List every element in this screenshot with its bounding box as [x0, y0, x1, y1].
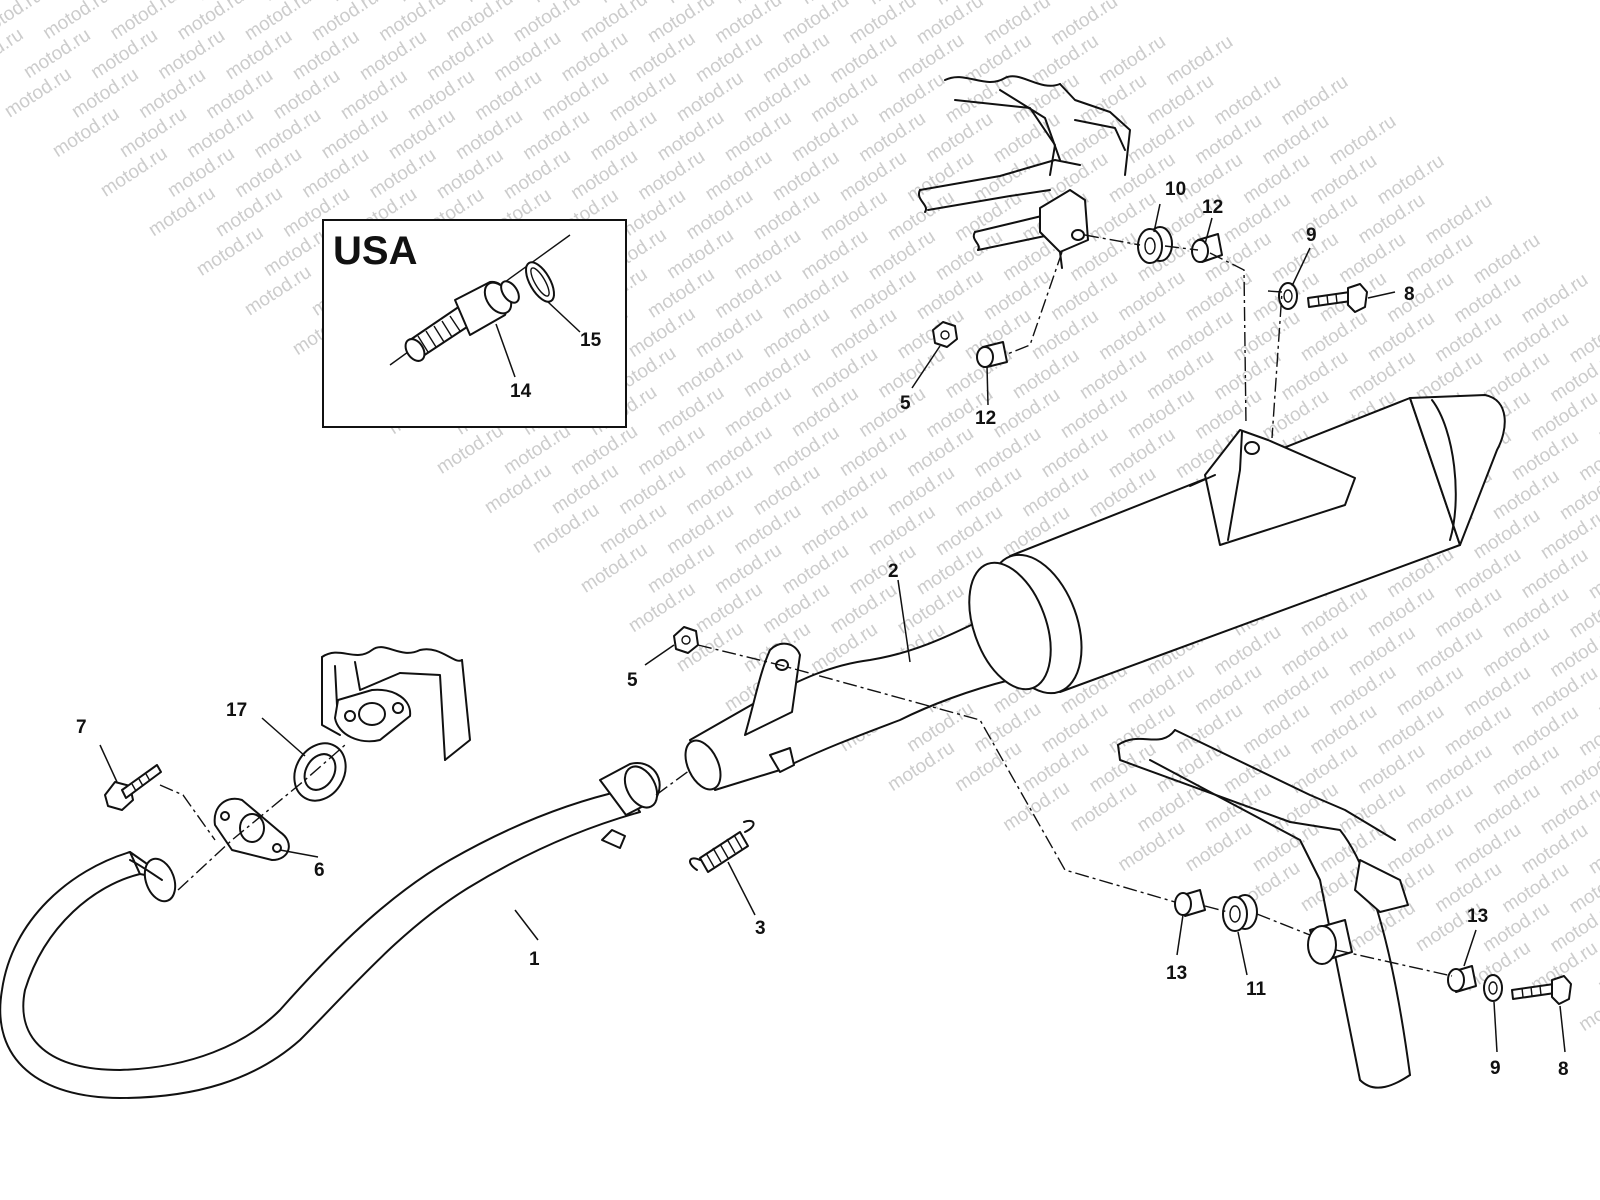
callout-11: 11: [1246, 979, 1267, 1000]
watermark-text: motod.ru: [1575, 702, 1600, 760]
callout-13-left: 13: [1166, 963, 1187, 984]
callout-17: 17: [226, 700, 247, 721]
exhaust-flange: [213, 797, 290, 861]
cylinder-head-fragment: [321, 646, 471, 761]
callout-2: 2: [888, 561, 899, 582]
watermark-text: motod.ru: [1575, 427, 1600, 485]
usa-inset: USA: [322, 219, 627, 428]
watermark-text: motod.ru: [0, 24, 27, 82]
callout-7: 7: [76, 717, 87, 738]
callout-14: 14: [510, 381, 532, 402]
gasket-ring-part: [525, 261, 555, 303]
callout-12-lower: 12: [975, 408, 996, 429]
leader-lines: [99, 203, 1566, 1053]
spark-arrestor-part: [389, 234, 571, 366]
callout-5-lower: 5: [627, 670, 638, 691]
callout-1: 1: [529, 949, 540, 970]
frame-bracket-top: [917, 75, 1131, 269]
hardware-bottom: [673, 626, 1572, 1005]
callout-15: 15: [580, 330, 602, 351]
callout-12-upper: 12: [1202, 197, 1223, 218]
watermark-text: motod.ru: [1585, 820, 1600, 878]
callout-3: 3: [755, 918, 766, 939]
watermark-text: motod.ru: [1585, 545, 1600, 603]
callout-9-upper: 9: [1306, 225, 1317, 246]
callout-8-upper: 8: [1404, 284, 1415, 305]
callout-6: 6: [314, 860, 325, 881]
inset-title: USA: [333, 229, 417, 273]
watermark-text: motod.ru: [1575, 977, 1600, 1035]
callout-labels: 1 2 3 5 5 6 7 8 8 9 9 10 11 12 12 13 13 …: [76, 179, 1569, 1080]
hardware-top: [932, 226, 1368, 368]
callout-9-lower: 9: [1490, 1058, 1501, 1079]
callout-5-upper: 5: [900, 393, 911, 414]
flange-bolt: [104, 764, 162, 811]
exhaust-spring: [689, 820, 755, 873]
callout-10: 10: [1165, 179, 1186, 200]
exhaust-gasket: [293, 742, 347, 802]
header-pipe: [0, 762, 661, 1099]
callout-8-lower: 8: [1558, 1059, 1569, 1080]
muffler-assembly: [684, 394, 1506, 791]
callout-13-right: 13: [1467, 906, 1488, 927]
alignment-lines: [159, 234, 1453, 977]
